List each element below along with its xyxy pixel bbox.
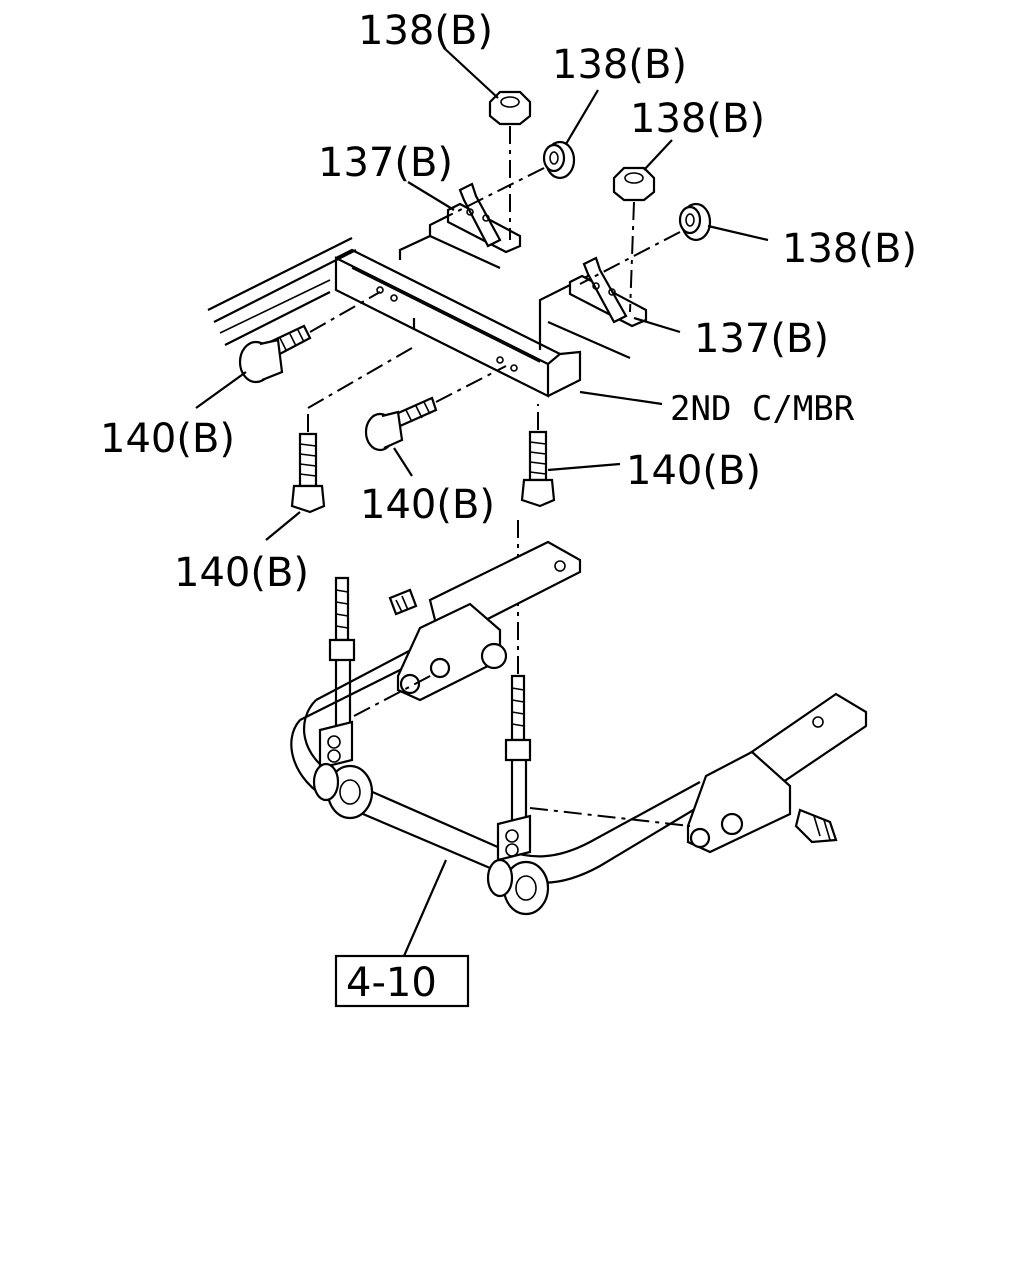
label-nut-138-top-1: 138(B) <box>358 8 493 54</box>
nut-138-top-2 <box>542 140 576 180</box>
leader-lines <box>195 47 769 957</box>
label-nut-138-top-2: 138(B) <box>552 42 687 88</box>
label-bolt-140-left: 140(B) <box>100 416 235 462</box>
bracket-137-left <box>446 182 522 254</box>
label-bolt-140-right: 140(B) <box>626 448 761 494</box>
nut-138-top-1 <box>488 90 532 126</box>
bracket-137-right <box>568 256 648 328</box>
label-nut-138-right: 138(B) <box>782 226 917 272</box>
reference-box-label: 4-10 <box>346 960 437 1006</box>
bolt-140-right <box>520 430 556 508</box>
label-bracket-137-left: 137(B) <box>318 140 453 186</box>
label-bolt-140-lower-left: 140(B) <box>174 550 309 596</box>
label-bolt-140-center: 140(B) <box>360 482 495 528</box>
reference-box[interactable]: 4-10 <box>334 954 470 1008</box>
label-nut-138-top-3: 138(B) <box>630 96 765 142</box>
bolt-140-left <box>238 324 312 384</box>
label-second-crossmember: 2ND C/MBR <box>670 389 855 429</box>
second-crossmember <box>334 215 631 398</box>
nut-138-right <box>678 202 712 242</box>
lower-mount-bracket <box>686 692 868 854</box>
nut-138-top-3 <box>612 166 656 202</box>
bolt-140-lower-left <box>290 432 326 514</box>
upper-mount-bracket <box>388 540 582 702</box>
frame-rails <box>207 237 357 346</box>
link-right <box>486 674 550 916</box>
link-left <box>312 576 374 820</box>
label-bracket-137-right: 137(B) <box>694 316 829 362</box>
bolt-140-center <box>364 396 438 452</box>
